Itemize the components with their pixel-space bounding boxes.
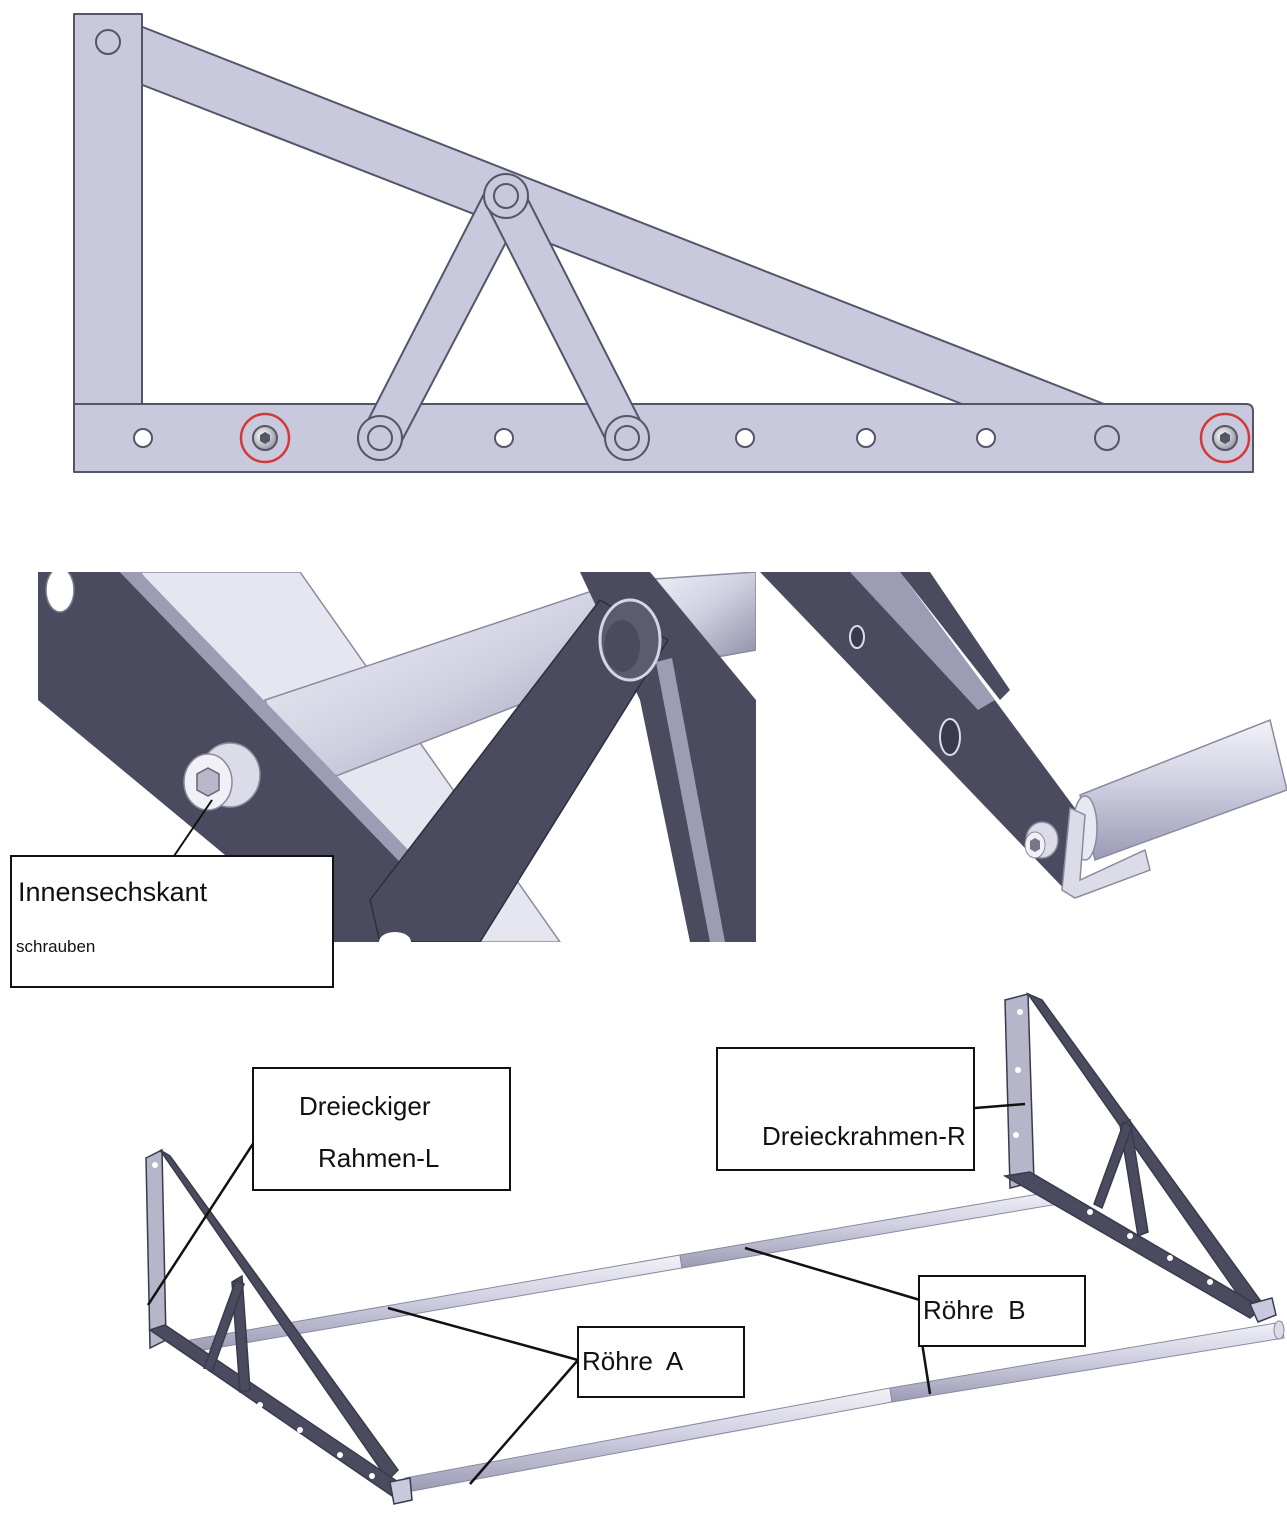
hex-socket-screw-icon (239, 412, 291, 464)
pivot-hole-icon (614, 425, 640, 451)
tube-b-label: Röhre B (923, 1295, 1026, 1325)
frame-left-label-line2: Rahmen-L (318, 1143, 440, 1173)
mounting-hole-icon (494, 428, 514, 448)
tube-b-front (889, 1320, 1285, 1403)
closeup-tube-end-view (760, 572, 1287, 899)
mounting-hole-icon (976, 428, 996, 448)
triangular-frame-left (145, 1148, 413, 1505)
hex-screw-label-line1: Innensechskant (18, 877, 208, 907)
isometric-assembly-view (145, 992, 1285, 1505)
highlighted-screws (239, 412, 1251, 464)
callout-tube-b: Röhre B (918, 1275, 1086, 1347)
tube-b-back (679, 1189, 1065, 1269)
pivot-hole-icon (367, 425, 393, 451)
leader-lines (146, 1102, 1026, 1485)
frame-right-label: Dreieckrahmen-R (762, 1121, 966, 1151)
callout-tube-a: Röhre A (577, 1326, 745, 1398)
callout-frame-right: Dreieckrahmen-R (716, 1047, 975, 1171)
mounting-hole-icon (1094, 425, 1120, 451)
mounting-hole-icon (735, 428, 755, 448)
front-view-holes (95, 29, 1120, 451)
hex-socket-screw-icon (183, 742, 261, 811)
hex-socket-screw-icon (1024, 821, 1059, 859)
hex-socket-screw-icon (1199, 412, 1251, 464)
bottom-rail (73, 403, 1254, 473)
diagonal-brace (139, 25, 1105, 405)
tube-a-label: Röhre A (582, 1346, 684, 1376)
triangular-frame-right (1002, 992, 1277, 1323)
frame-left-label-line1: Dreieckiger (299, 1091, 431, 1121)
mounting-hole-icon (95, 29, 121, 55)
front-view-frame (73, 13, 1254, 473)
hex-screw-label-line2: schrauben (16, 937, 96, 956)
vertical-post (73, 13, 143, 407)
closeup-screw-view (38, 572, 756, 942)
mounting-hole-icon (856, 428, 876, 448)
pivot-hole-icon (493, 183, 519, 209)
callout-hex-screw: Innensechskant schrauben (10, 855, 334, 988)
callout-frame-left: Dreieckiger Rahmen-L (252, 1067, 511, 1191)
mounting-hole-icon (133, 428, 153, 448)
